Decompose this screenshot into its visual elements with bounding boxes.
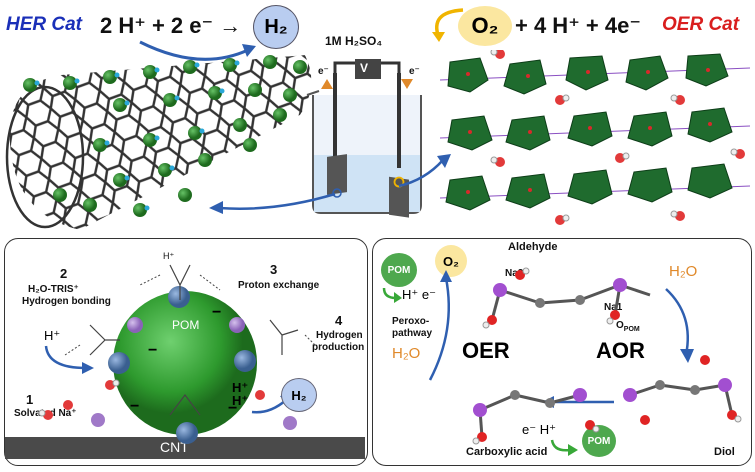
anode-to-oer-arrow [398,154,451,188]
carboxylic-acid-label: Carboxylic acid [466,446,548,458]
voltmeter [355,59,381,79]
voltmeter-label: V [360,61,369,75]
hplus-e-top-label: H⁺ e⁻ [402,287,436,302]
h2-bubble: H₂ [281,378,317,412]
oer-crystal-structure [440,50,751,225]
her-curved-arrow [139,40,256,61]
electrochemical-cell [306,59,422,218]
step4-number: 4 [335,313,343,328]
o2-product-bubble: O₂ [458,6,512,46]
oer-cycle-arrow-left [428,270,452,381]
sodium-complex-molecules [472,267,742,445]
step3-number: 3 [270,262,278,277]
cnt-substrate-label: CNT [160,439,189,455]
negative-charge-4: − [130,398,140,415]
pom-bottom-recycle-arrow [550,439,578,456]
aor-cycle-arrow-right [665,288,694,363]
e-hplus-bottom-label: e⁻ H⁺ [522,422,556,437]
pom-sphere [108,286,257,444]
her-equation: 2 H⁺ + 2 e⁻ → [100,13,242,38]
oer-curved-arrow [432,8,464,42]
proton-right-label-1: H⁺ [232,380,249,395]
na2-label: Na2 [505,268,524,279]
electron-right-label: e⁻ [409,66,420,77]
h2o-left-label: H₂O [392,345,421,362]
step2-line2: Hydrogen bonding [22,296,111,307]
cathode-to-her-arrow [209,192,336,214]
anode-electrode [389,176,409,218]
peroxo-line1: Peroxo- [392,316,430,327]
pom-top-recycle-arrow [382,287,402,303]
pom-bottom-label: POM [587,435,611,447]
step4-line1: Hydrogen [316,330,363,341]
step2-line1: H₂O-TRIS⁺ [28,284,79,295]
hydrogen-bonding-molecules: H⁺ [38,251,321,430]
step2-number: 2 [60,266,68,281]
step4-line2: production [312,342,365,353]
cnt-substrate-bar [5,437,365,459]
step1-number: 1 [26,392,34,407]
negative-charge-1: − [148,342,158,359]
proton-right-label-2: H⁺ [232,393,249,408]
her-catalyst-label: HER Cat [6,14,83,35]
o2-bubble: O₂ [435,245,467,277]
diol-label: Diol [714,446,735,458]
opom-label: OPOM [616,320,640,333]
peroxo-line2: pathway [392,328,433,339]
pom-top-bubble: POM [381,253,417,287]
proton-left-arrow [44,345,94,374]
svg-text:H⁺: H⁺ [163,251,174,261]
aldehyde-label: Aldehyde [508,241,558,253]
oer-equation: + 4 H⁺ + 4e⁻ [515,13,641,38]
oer-label: OER [462,338,510,363]
cathode-electrode [327,154,347,195]
proton-left-label: H⁺ [44,328,61,343]
h2o-right-label: H₂O [669,263,698,280]
h2-product-bubble: H₂ [253,5,299,49]
o2-bubble-label: O₂ [443,253,459,269]
electron-left-label: e⁻ [318,66,329,77]
aor-label: AOR [596,338,645,363]
negative-charge-2: − [212,304,222,321]
carbon-nanotube-illustration [5,55,312,230]
negative-charge-3: − [228,400,238,417]
electrolyte-label: 1M H₂SO₄ [325,34,383,48]
pom-label: POM [172,318,200,332]
o2-product-label: O₂ [471,13,499,38]
step3-text: Proton exchange [238,280,320,291]
oer-catalyst-label: OER Cat [662,14,740,35]
na1-label: Na1 [604,302,623,313]
h2-product-label: H₂ [264,15,288,38]
pom-top-label: POM [387,264,411,276]
h2-bubble-label: H₂ [291,387,307,403]
